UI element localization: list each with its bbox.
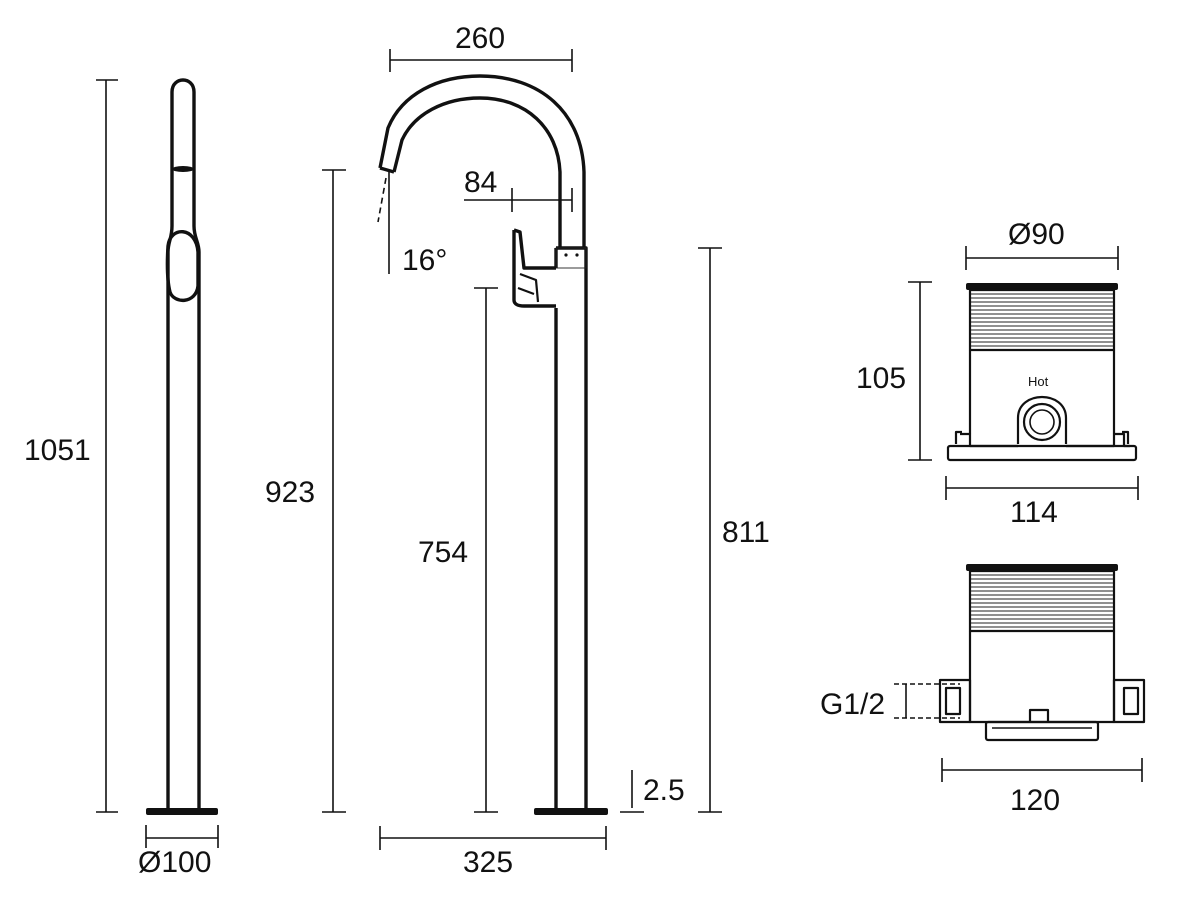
box2-threads: [971, 574, 1113, 628]
dim-body-height: 811: [698, 247, 770, 813]
body-collar: [555, 247, 587, 269]
box2-body: [968, 631, 1116, 724]
front-handle-inner: [517, 272, 540, 303]
label-hot: Hot: [1028, 374, 1049, 389]
side-view: 1051 Ø100: [24, 78, 219, 879]
box-body: [968, 350, 1116, 434]
rough-in-box-front: Ø90 105: [856, 218, 1139, 529]
front-base-plate: [534, 808, 608, 815]
dim-box-lower-width: 120: [941, 758, 1143, 817]
label-side-base: Ø100: [138, 846, 211, 879]
box2-center-tab: [1028, 708, 1050, 722]
label-box-height: 105: [856, 362, 906, 395]
dim-handle-offset: 84: [464, 166, 573, 212]
label-box-base-width: 114: [1010, 496, 1058, 529]
label-side-height: 1051: [24, 434, 91, 467]
label-base-thickness: 2.5: [643, 774, 685, 807]
spout-tip: [379, 166, 395, 174]
box2-sleeve: [968, 569, 1116, 633]
spout-outer: [378, 74, 586, 248]
dim-box-dia: Ø90: [965, 218, 1119, 270]
label-spout-angle: 16°: [402, 244, 447, 277]
box-base-plate: [946, 444, 1138, 462]
front-view: 260 923 16° 84: [265, 22, 770, 879]
dim-spout-angle: 16°: [377, 172, 447, 277]
label-overall-height: 923: [265, 476, 315, 509]
dim-handle-height: 754: [418, 287, 498, 813]
dim-side-base: Ø100: [138, 825, 219, 879]
dim-side-height: 1051: [24, 79, 118, 813]
label-base-depth: 325: [463, 846, 513, 879]
dim-base-depth: 325: [379, 826, 607, 879]
label-body-height: 811: [722, 516, 770, 549]
front-handle: [512, 228, 556, 308]
box2-base: [984, 720, 1100, 742]
front-body: [554, 246, 588, 808]
side-base-plate: [146, 808, 218, 815]
side-aerator: [172, 166, 194, 172]
box-cap: [966, 283, 1118, 290]
dim-spout-reach: 260: [389, 22, 573, 72]
label-handle-offset: 84: [464, 166, 497, 199]
dim-box-height: 105: [856, 281, 932, 461]
side-lever: [165, 230, 200, 302]
box2-port-right: [1112, 678, 1146, 724]
box-threads: [971, 293, 1113, 347]
label-thread: G1/2: [820, 688, 885, 721]
dim-thread: G1/2: [820, 683, 960, 721]
dim-base-thickness: 2.5: [620, 770, 685, 813]
label-box-dia: Ø90: [1008, 218, 1065, 251]
label-spout-reach: 260: [455, 22, 505, 55]
box2-port-left: [938, 678, 972, 724]
label-box-lower-width: 120: [1010, 784, 1060, 817]
box-sleeve: [968, 288, 1116, 352]
dim-overall-height: 923: [265, 169, 346, 813]
box-inlet: [1016, 396, 1068, 444]
dim-box-base-width: 114: [945, 476, 1139, 529]
box2-cap: [966, 564, 1118, 571]
label-handle-height: 754: [418, 536, 468, 569]
spout-inner: [392, 96, 562, 248]
rough-in-box-side: G1/2 120: [820, 564, 1146, 817]
side-body-outline: [166, 78, 201, 808]
